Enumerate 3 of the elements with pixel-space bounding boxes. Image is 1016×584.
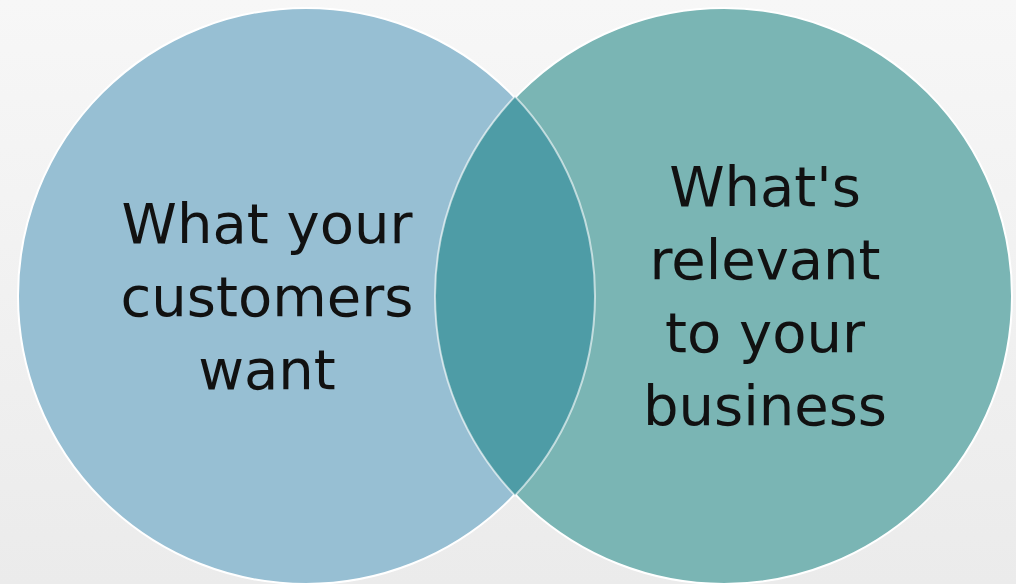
circle-label: What your customers want	[119, 189, 415, 404]
overlap-region	[434, 95, 596, 497]
circle-label: What's relevant to your business	[641, 153, 889, 440]
